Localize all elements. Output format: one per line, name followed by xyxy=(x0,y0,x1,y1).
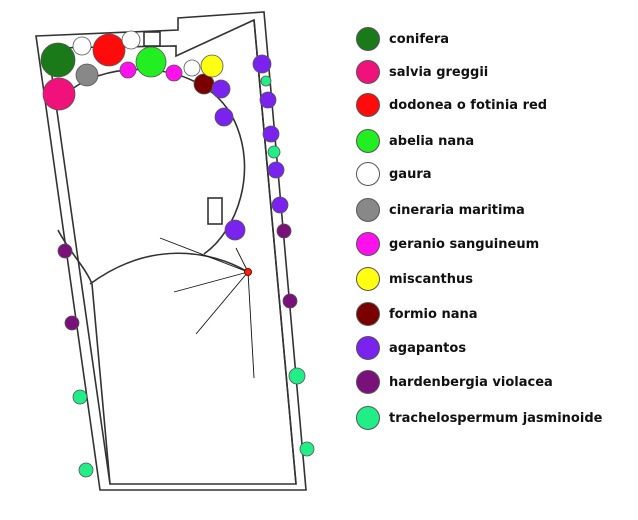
legend-label: abelia nana xyxy=(389,133,475,149)
legend-swatch-dodonea xyxy=(356,93,380,117)
legend-swatch-conifera xyxy=(356,27,380,51)
lower-lawn-arc xyxy=(89,252,249,285)
legend-item-abelia: abelia nana xyxy=(356,128,474,154)
legend-label: cineraria maritima xyxy=(389,202,525,218)
plant-trachelospermum xyxy=(260,75,272,87)
legend-item-salvia: salvia greggii xyxy=(356,59,488,85)
legend-item-conifera: conifera xyxy=(356,26,449,52)
legend-label: agapantos xyxy=(389,340,467,356)
plant-gaura xyxy=(121,30,141,50)
left-bed-line xyxy=(91,283,111,485)
planter-box xyxy=(143,31,161,47)
plant-agapantos xyxy=(211,79,231,99)
legend-label: hardenbergia violacea xyxy=(389,374,553,390)
legend-item-cineraria: cineraria maritima xyxy=(356,197,525,223)
legend-swatch-hardenbergia xyxy=(356,370,380,394)
left-bed-curve xyxy=(57,229,93,285)
legend-item-formio: formio nana xyxy=(356,301,478,327)
plant-trachelospermum xyxy=(288,367,306,385)
plant-hardenbergia xyxy=(57,243,73,259)
plants-layer xyxy=(40,30,315,478)
legend-swatch-abelia xyxy=(356,129,380,153)
plant-trachelospermum xyxy=(72,389,88,405)
legend-swatch-geranio xyxy=(356,232,380,256)
plant-trachelospermum xyxy=(299,441,315,457)
legend-item-trachelospermum: trachelospermum jasminoide xyxy=(356,405,602,431)
side-path-line xyxy=(253,19,297,485)
bench xyxy=(207,197,223,225)
plant-conifera xyxy=(40,42,76,78)
plant-trachelospermum xyxy=(78,462,94,478)
plant-gaura xyxy=(72,36,92,56)
garden-boundary xyxy=(35,11,307,491)
legend-swatch-formio xyxy=(356,302,380,326)
plant-cineraria xyxy=(75,63,99,87)
legend-label: conifera xyxy=(389,31,450,47)
plant-agapantos xyxy=(259,91,277,109)
legend-label: trachelospermum jasminoide xyxy=(389,410,603,426)
plant-geranio xyxy=(165,64,183,82)
legend-label: miscanthus xyxy=(389,271,473,287)
plant-agapantos xyxy=(271,196,289,214)
legend-swatch-miscanthus xyxy=(356,267,380,291)
plant-agapantos xyxy=(267,161,285,179)
legend-swatch-gaura xyxy=(356,162,380,186)
legend-item-miscanthus: miscanthus xyxy=(356,266,473,292)
sprinkler-head xyxy=(244,268,252,276)
plant-gaura xyxy=(183,59,201,77)
legend-label: salvia greggii xyxy=(389,64,489,80)
legend-swatch-trachelospermum xyxy=(356,406,380,430)
plant-miscanthus xyxy=(200,54,224,78)
plant-agapantos xyxy=(224,219,246,241)
legend-label: dodonea o fotinia red xyxy=(389,97,548,113)
legend-swatch-cineraria xyxy=(356,198,380,222)
legend-item-geranio: geranio sanguineum xyxy=(356,231,539,257)
plant-abelia xyxy=(135,46,167,78)
legend-item-dodonea: dodonea o fotinia red xyxy=(356,92,547,118)
plant-trachelospermum xyxy=(267,145,281,159)
legend-item-agapantos: agapantos xyxy=(356,335,466,361)
plant-geranio xyxy=(119,61,137,79)
plant-dodonea xyxy=(92,33,126,67)
legend-swatch-agapantos xyxy=(356,336,380,360)
plant-agapantos xyxy=(214,107,234,127)
plant-hardenbergia xyxy=(276,223,292,239)
legend-item-gaura: gaura xyxy=(356,161,432,187)
plant-salvia xyxy=(42,77,76,111)
legend-item-hardenbergia: hardenbergia violacea xyxy=(356,369,553,395)
plant-hardenbergia xyxy=(282,293,298,309)
legend-label: geranio sanguineum xyxy=(389,236,540,252)
lawn-border xyxy=(47,18,297,485)
plant-hardenbergia xyxy=(64,315,80,331)
plant-agapantos xyxy=(252,54,272,74)
plant-agapantos xyxy=(262,125,280,143)
sprinkler-lines xyxy=(159,237,255,379)
legend-label: formio nana xyxy=(389,306,478,322)
legend-label: gaura xyxy=(389,166,432,182)
legend-swatch-salvia xyxy=(356,60,380,84)
